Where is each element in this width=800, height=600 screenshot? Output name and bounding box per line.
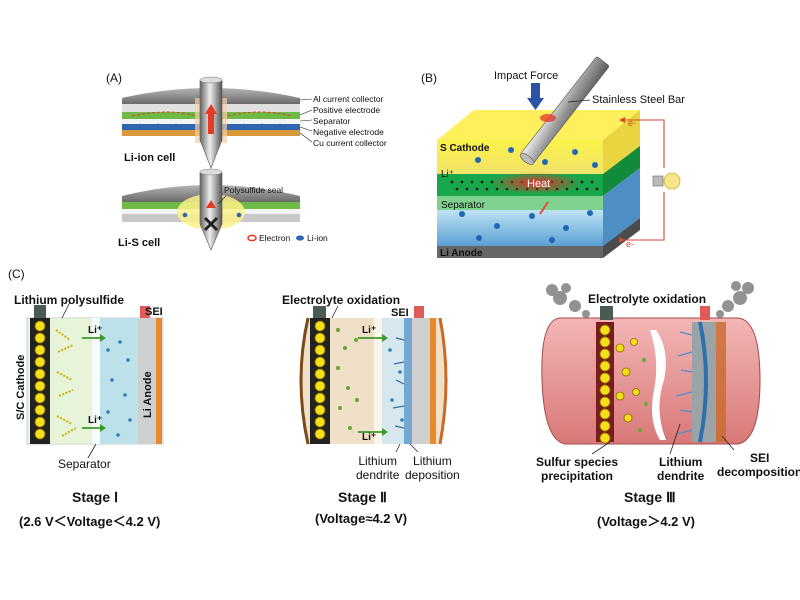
- stage2-title: Stage Ⅱ: [338, 489, 387, 505]
- stage2-deposition-label: Lithium deposition: [405, 454, 460, 482]
- stage3-diagram: [541, 281, 761, 455]
- liion-legend-icon: [296, 235, 304, 241]
- polysulfide-seal-label: Polysulfide seal: [224, 185, 283, 195]
- panel-c: (C) Lithium polysulf: [8, 267, 761, 471]
- smoke-right: [716, 281, 754, 318]
- stage2-diagram: [299, 305, 448, 453]
- panel-b-label: (B): [421, 71, 437, 85]
- stage2-condition: (Voltage≈4.2 V): [315, 511, 408, 526]
- liion-cell-label: Li-ion cell: [124, 152, 175, 164]
- stage3-sulfur-label: Sulfur species precipitation: [536, 455, 619, 483]
- layer-label: Negative electrode: [313, 127, 384, 137]
- stage1-li-top: Li⁺: [88, 325, 102, 336]
- stage3-title: Stage Ⅲ: [624, 489, 676, 505]
- stage1-separator-label: Separator: [58, 457, 111, 471]
- stage1-diagram: [26, 301, 164, 459]
- stage1-anode-label: Li Anode: [142, 371, 154, 418]
- heat-label: Heat: [527, 178, 550, 190]
- li-ion-label: Li⁺: [441, 169, 454, 180]
- s-cathode-label: S Cathode: [440, 143, 490, 154]
- electron-legend-icon: [247, 234, 257, 242]
- stage2-li-bottom: Li⁺: [362, 432, 376, 443]
- stage2-dendrite-label: Lithium dendrite: [356, 454, 400, 482]
- stage1-sei-label: SEI: [145, 306, 163, 318]
- stage3-condition: (Voltage＞4.2 V): [597, 514, 696, 529]
- stage1-title: Stage Ⅰ: [72, 489, 119, 505]
- liion-cell-diagram: [122, 76, 313, 169]
- layer-label: Positive electrode: [313, 105, 380, 115]
- stage2-oxidation-label: Electrolyte oxidation: [282, 293, 400, 307]
- stage2-sei-label: SEI: [391, 307, 409, 319]
- layer-label: Cu current collector: [313, 138, 387, 148]
- panel-c-label: (C): [8, 267, 25, 281]
- separator-label: Separator: [441, 200, 486, 211]
- lis-cell-label: Li-S cell: [118, 237, 160, 249]
- stage1-condition: (2.6 V＜Voltage＜4.2 V): [19, 514, 161, 529]
- stage1-polysulfide-label: Lithium polysulfide: [14, 293, 124, 307]
- stage1-li-bottom: Li⁺: [88, 415, 102, 426]
- smoke-left: [546, 283, 590, 318]
- stage1-cathode-label: S/C Cathode: [15, 355, 27, 420]
- electron-label-bottom: e-: [626, 239, 634, 249]
- light-bulb-icon: [663, 172, 681, 190]
- stage2-li-top: Li⁺: [362, 325, 376, 336]
- stage3-dendrite-label: Lithium dendrite: [657, 455, 705, 483]
- electron-label-top: e-: [628, 118, 636, 128]
- layer-label: Separator: [313, 116, 350, 126]
- panel-b: (B): [421, 56, 685, 259]
- stage3-sei-decomp-label: SEI decomposition: [717, 451, 800, 479]
- stage3-oxidation-label: Electrolyte oxidation: [588, 292, 706, 306]
- legend-liion-label: Li-ion: [307, 233, 328, 243]
- lis-impact-cell-diagram: [437, 56, 681, 258]
- layer-label: Al current collector: [313, 94, 384, 104]
- impact-force-label: Impact Force: [494, 70, 558, 82]
- lis-cell-diagram: [122, 168, 304, 251]
- panel-a-label: (A): [106, 71, 122, 85]
- steel-bar-label: Stainless Steel Bar: [592, 94, 685, 106]
- legend-electron-label: Electron: [259, 233, 290, 243]
- panel-a: (A): [106, 71, 387, 251]
- li-anode-label: Li Anode: [440, 248, 483, 259]
